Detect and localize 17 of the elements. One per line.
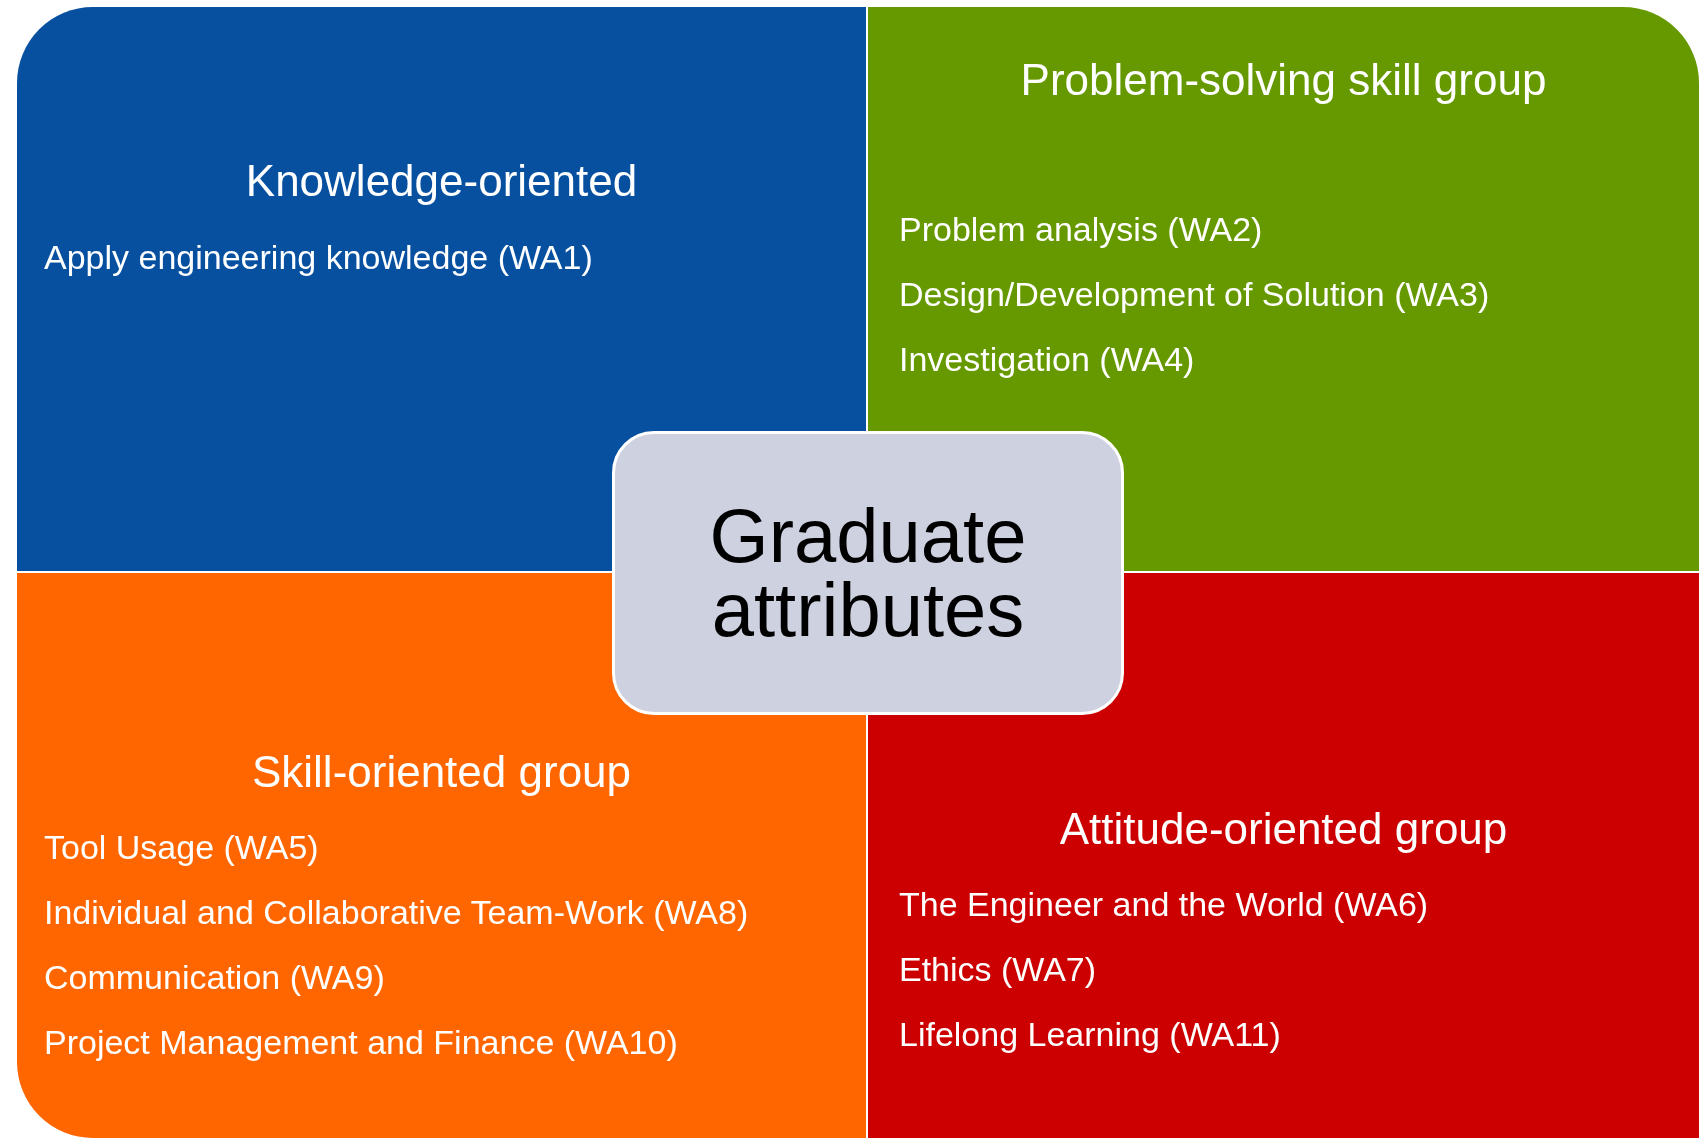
center-box xyxy=(612,431,1124,715)
attribute-item: Tool Usage (WA5) xyxy=(44,827,319,868)
group-heading: Knowledge-oriented xyxy=(244,155,639,207)
attribute-item: Ethics (WA7) xyxy=(899,949,1097,990)
attribute-item: Problem analysis (WA2) xyxy=(899,209,1263,250)
group-heading: Skill-oriented group xyxy=(250,746,633,798)
attribute-item: Project Management and Finance (WA10) xyxy=(44,1022,678,1063)
group-heading: Attitude-oriented group xyxy=(1058,803,1509,855)
attribute-item: Design/Development of Solution (WA3) xyxy=(899,274,1490,315)
attribute-item: The Engineer and the World (WA6) xyxy=(899,884,1429,925)
attribute-item: Communication (WA9) xyxy=(44,957,385,998)
attribute-item: Apply engineering knowledge (WA1) xyxy=(44,237,593,278)
attribute-item: Individual and Collaborative Team-Work (WA8) xyxy=(44,892,749,933)
attribute-item: Investigation (WA4) xyxy=(899,339,1195,380)
attribute-item: Lifelong Learning (WA11) xyxy=(899,1014,1281,1055)
center-title: Graduate attributes xyxy=(708,499,1028,647)
group-heading: Problem-solving skill group xyxy=(1019,54,1548,106)
